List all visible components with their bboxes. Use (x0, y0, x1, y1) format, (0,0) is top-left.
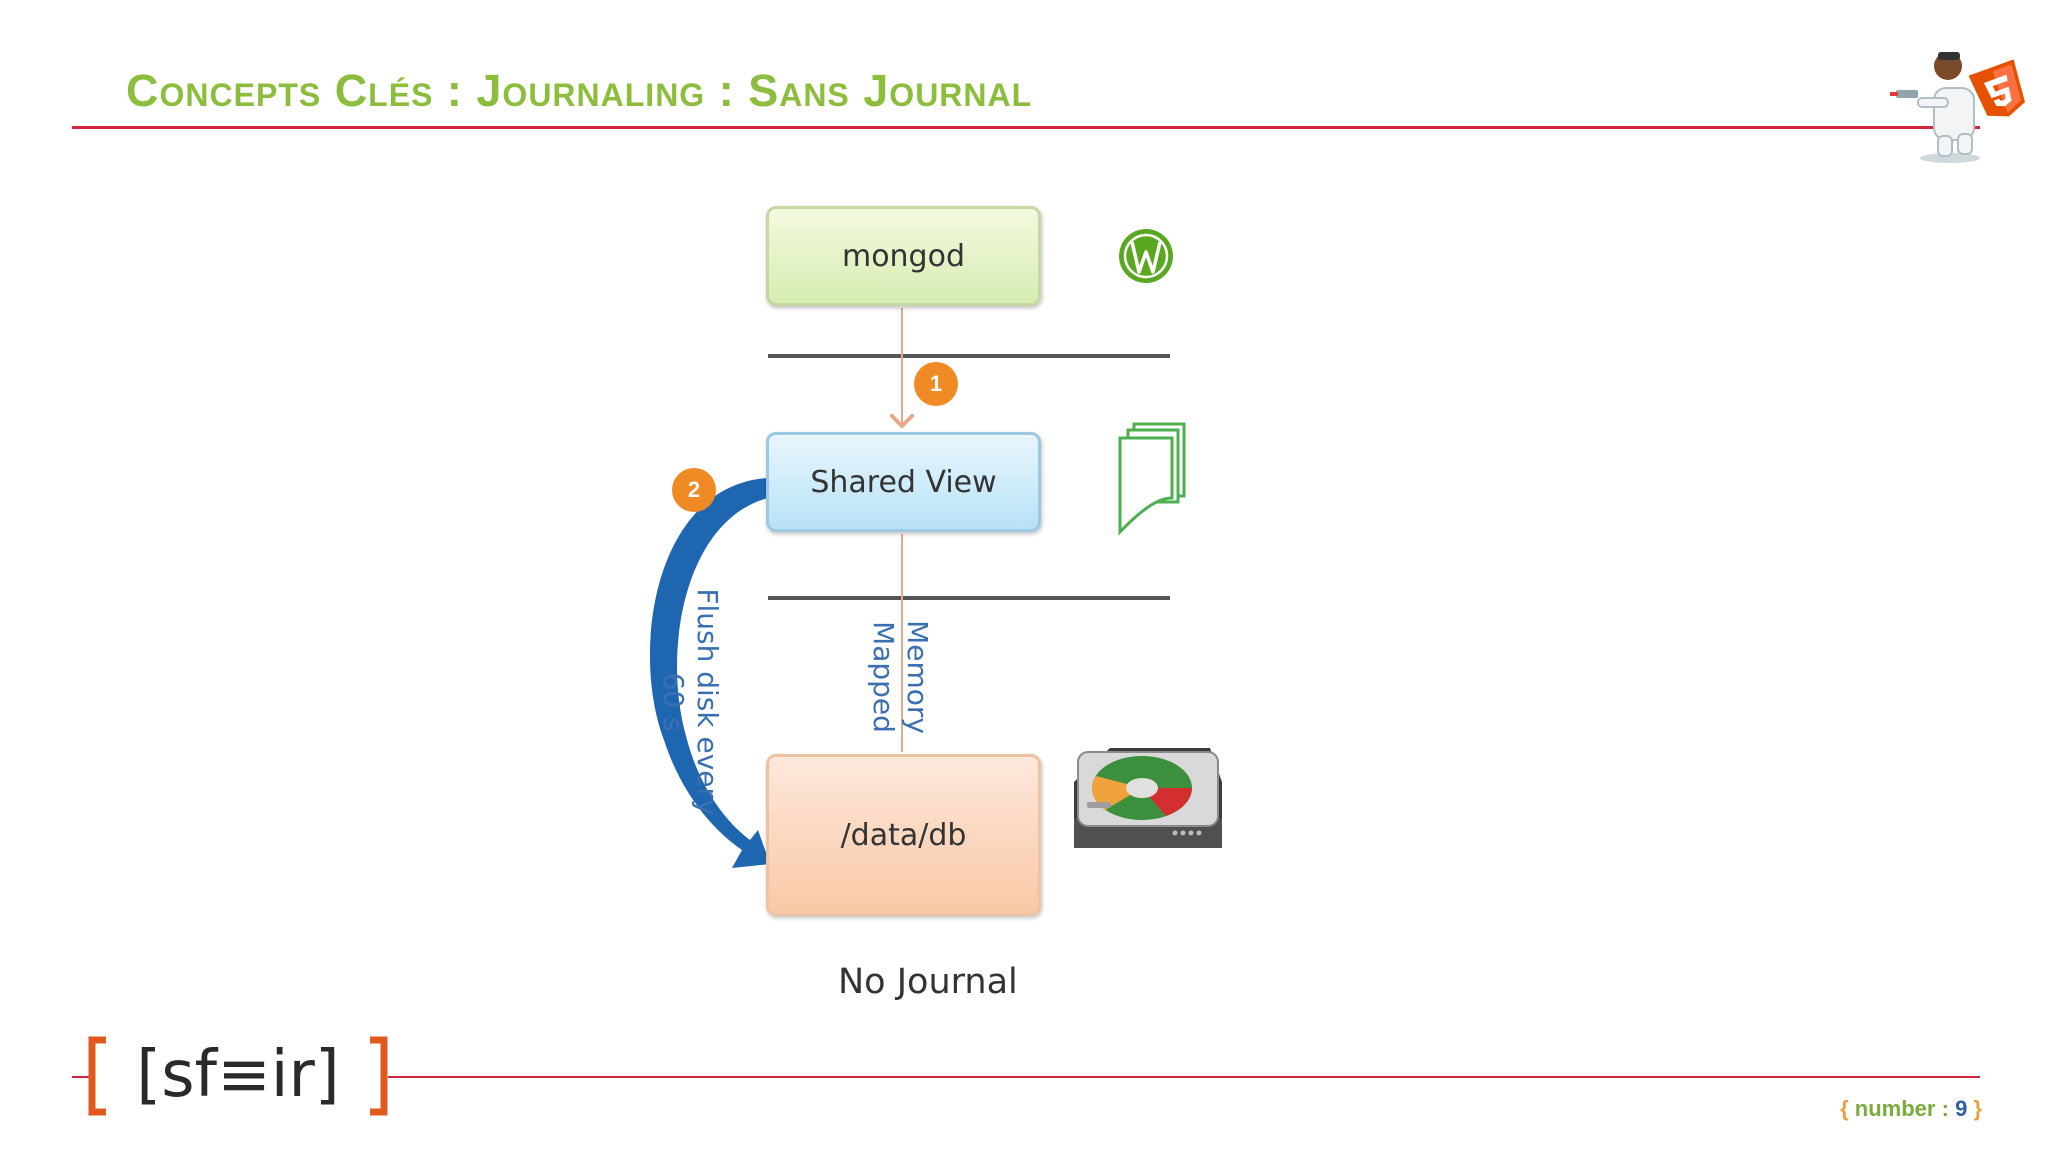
page-number: { number : 9 } (1840, 1096, 1982, 1122)
sfeir-logo: [sf≡ir] (88, 1036, 388, 1116)
step-number-1: 1 (929, 371, 943, 396)
footer-rule-stub (72, 1076, 94, 1078)
step-number-2: 2 (687, 477, 701, 502)
flush-arrow (649, 478, 770, 868)
diagram-connectors (649, 229, 1222, 868)
page-number-key: number (1854, 1096, 1936, 1121)
page-number-open: { (1840, 1096, 1849, 1121)
data-db-box: /data/db (766, 754, 1041, 916)
footer-rule (388, 1076, 1980, 1078)
journaling-diagram: mongod Shared View /data/db 1 2 Memory M… (600, 180, 1260, 1020)
diagram-caption: No Journal (838, 962, 1018, 1002)
step-badge (914, 362, 958, 406)
page-number-sep: : (1941, 1096, 1949, 1121)
flush-line-1: Flush disk every (691, 588, 724, 816)
data-db-label: /data/db (840, 817, 967, 853)
memory-mapped-label: Memory Mapped (866, 567, 934, 787)
flush-line-2: 60 s (657, 672, 690, 732)
hard-disk-icon (1074, 748, 1222, 848)
page-number-close: } (1973, 1096, 1982, 1121)
memory-label: Memory (901, 620, 934, 734)
title-rule (72, 126, 1980, 129)
page-number-value: 9 (1955, 1096, 1968, 1121)
html5-mascot-icon (1890, 52, 2025, 163)
logo-text: [sf≡ir] (136, 1038, 340, 1112)
shared-view-box: Shared View (766, 432, 1041, 532)
shared-view-label: Shared View (810, 464, 997, 500)
mongod-label: mongod (841, 238, 966, 274)
documents-icon (1118, 422, 1186, 536)
slide-title: Concepts Clés : Journaling : Sans Journa… (126, 65, 1033, 116)
step-badge (672, 468, 716, 512)
mapped-label: Mapped (867, 621, 900, 733)
mongod-box: mongod (766, 206, 1041, 306)
flush-label: Flush disk every 60 s (656, 582, 724, 822)
